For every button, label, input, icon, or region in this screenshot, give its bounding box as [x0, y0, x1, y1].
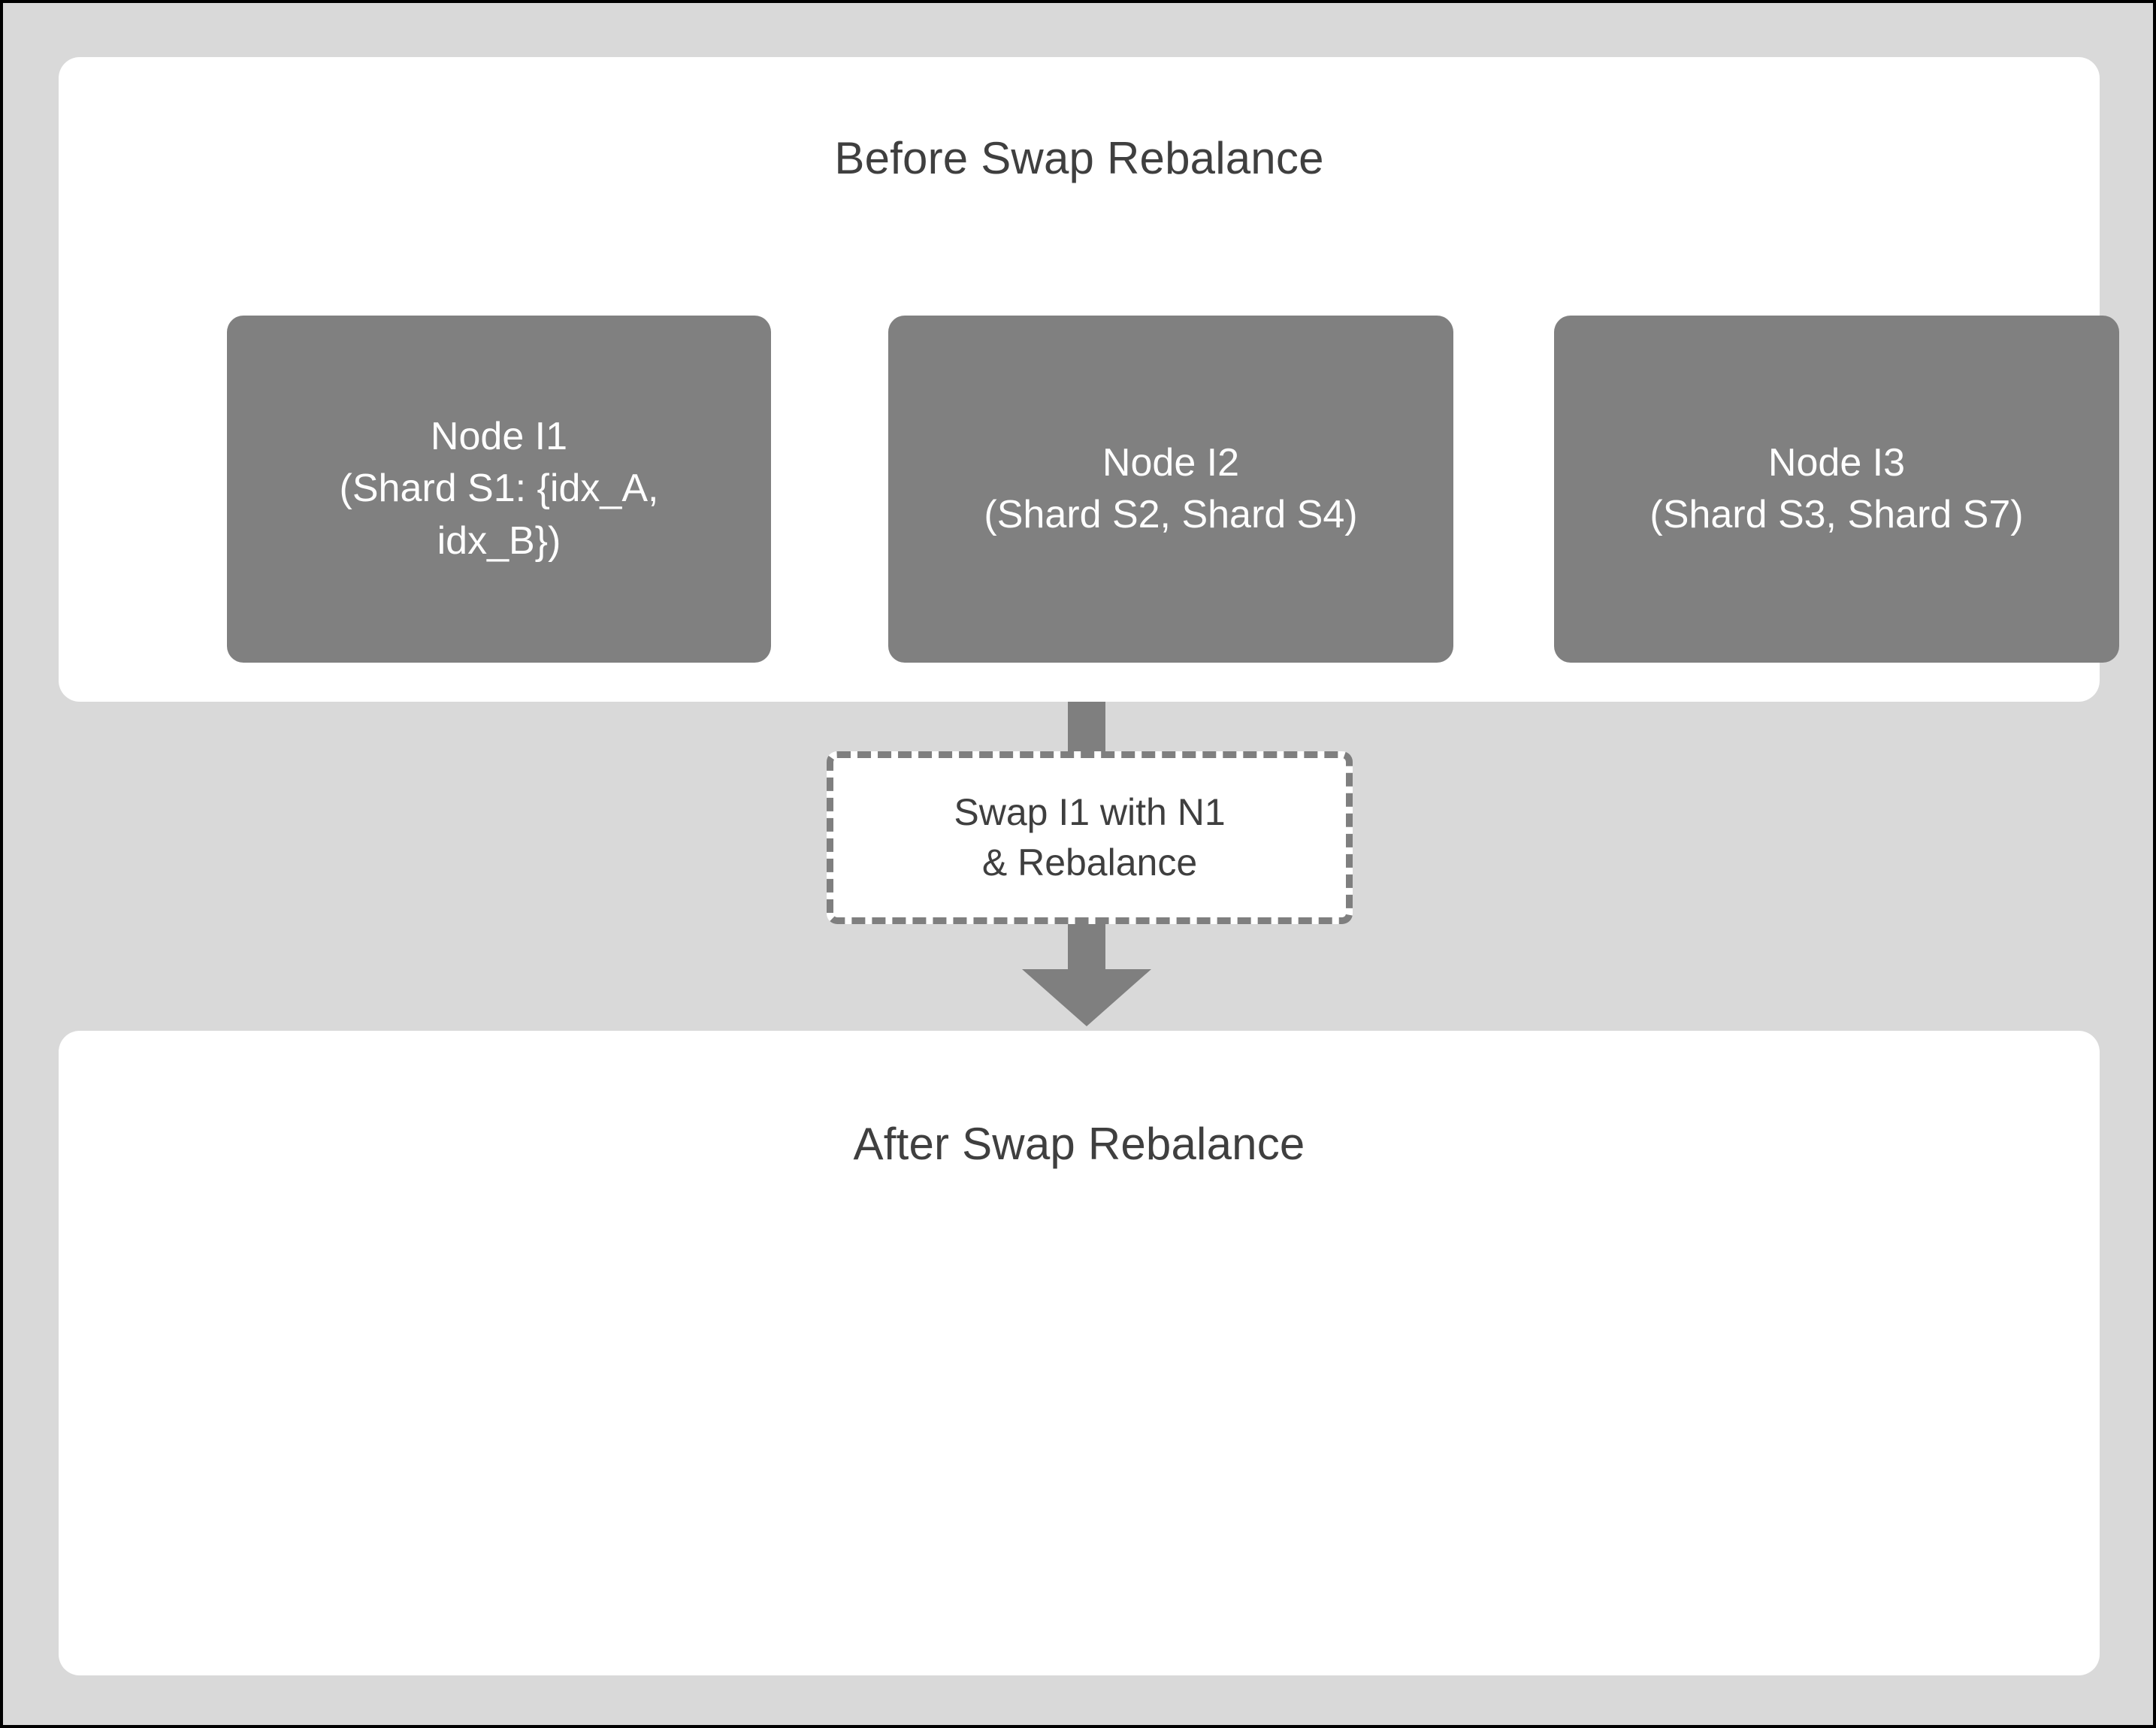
node-card-before-3-text: Node I3 (Shard S3, Shard S7): [1650, 437, 2023, 541]
before-panel-title: Before Swap Rebalance: [834, 133, 1324, 183]
callout-line2: & Rebalance: [981, 841, 1198, 884]
arrow-head: [1022, 969, 1151, 1026]
callout-line1: Swap I1 with N1: [954, 791, 1226, 833]
after-swap-panel: After Swap Rebalance Node N1 (Shard S1: …: [59, 1031, 2100, 1675]
after-panel-title: After Swap Rebalance: [853, 1119, 1305, 1169]
node-card-before-1-text: Node I1 (Shard S1: {idx_A, idx_B}): [340, 411, 659, 566]
node-label-line1: Node I2: [1102, 440, 1240, 485]
swap-rebalance-callout[interactable]: Swap I1 with N1 & Rebalance: [827, 751, 1353, 924]
node-label-line1: Node I3: [1767, 440, 1906, 485]
node-card-before-1[interactable]: Node I1 (Shard S1: {idx_A, idx_B}): [227, 316, 771, 663]
node-label-line2: (Shard S2, Shard S4): [984, 493, 1358, 536]
arrow-shaft-upper: [1068, 700, 1105, 757]
arrow-shaft-lower: [1068, 918, 1105, 972]
node-label-line2: (Shard S3, Shard S7): [1650, 493, 2024, 536]
node-card-before-2[interactable]: Node I2 (Shard S2, Shard S4): [888, 316, 1453, 663]
node-card-before-3[interactable]: Node I3 (Shard S3, Shard S7): [1554, 316, 2119, 663]
node-label-line3: idx_B}): [437, 518, 561, 563]
before-swap-panel: Before Swap Rebalance Node I1 (Shard S1:…: [59, 57, 2119, 702]
node-label-line2: (Shard S1: {idx_A,: [339, 467, 659, 511]
node-label-line1: Node I1: [430, 415, 568, 459]
node-card-before-2-text: Node I2 (Shard S2, Shard S4): [984, 437, 1357, 541]
